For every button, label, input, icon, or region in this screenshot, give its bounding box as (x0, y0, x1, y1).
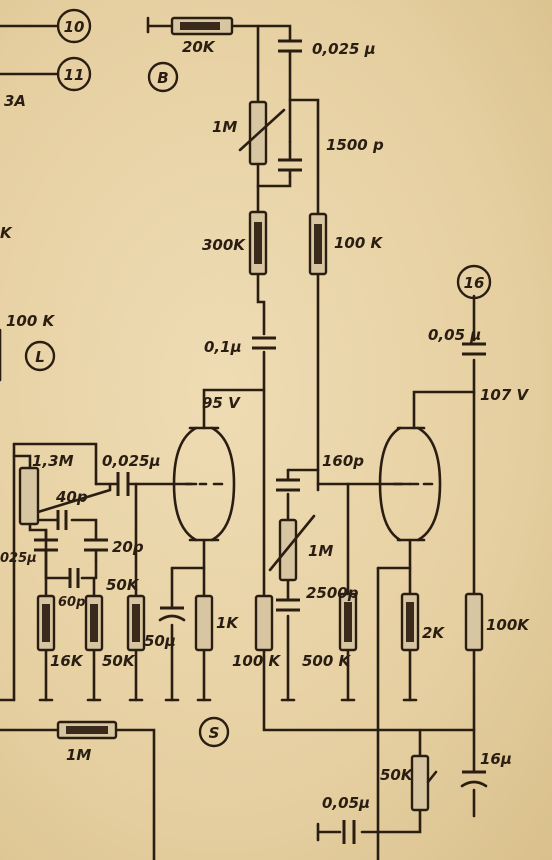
label-edge-100k: 100 K (6, 312, 56, 330)
connectors: 10 11 16 B L S (24, 8, 492, 748)
label-1m-top: 1M (212, 118, 237, 136)
cap-40p (56, 510, 68, 530)
cap-2500p (276, 598, 300, 612)
cap-16u (460, 770, 488, 788)
label-20k: 20K (182, 38, 216, 56)
label-500k: 500 K (302, 652, 352, 670)
connector-10-label: 10 (64, 18, 85, 36)
label-0-1u: 0,1μ (204, 338, 242, 356)
label-edge-k: K (0, 224, 13, 242)
label-2500p: 2500p (306, 584, 359, 602)
label-50k-mid: 50K (106, 576, 140, 594)
node-b-label: B (157, 69, 168, 87)
label-50k-bottom: 50K (380, 766, 414, 784)
node-l (24, 340, 56, 372)
label-160p: 160p (322, 452, 364, 470)
cap-0-1u (252, 336, 276, 350)
wires (0, 16, 476, 860)
connector-16 (456, 264, 492, 300)
component-labels: 20K 0,025 μ 1M 1500 p 300K 100 K 0,1μ 95… (0, 38, 530, 812)
label-300k: 300K (202, 236, 246, 254)
connector-10 (56, 8, 92, 44)
resistor-1m-mid (278, 518, 298, 582)
resistor-100k-bottom (254, 594, 274, 652)
connector-16-label: 16 (464, 274, 485, 292)
resistor-1-3m (18, 466, 40, 526)
label-60p: 60p (58, 595, 85, 610)
cap-0025-top (278, 39, 302, 53)
resistors (18, 16, 484, 812)
cap-0-05u-bottom (342, 820, 356, 844)
cap-160p (276, 468, 320, 492)
label-100k-right: 100K (486, 616, 530, 634)
label-95v: 95 V (202, 394, 241, 412)
node-b (147, 61, 179, 93)
label-100k-bottom: 100 K (232, 652, 282, 670)
cap-60p (68, 568, 80, 588)
label-100k-top: 100 K (334, 234, 384, 252)
label-1500p: 1500 p (326, 136, 384, 154)
label-0-05u-bottom: 0,05μ (322, 794, 370, 812)
label-1-3m: 1,3M (32, 452, 74, 470)
cap-50u (158, 606, 186, 622)
label-0025-top: 0,025 μ (312, 40, 376, 58)
resistor-1k (194, 594, 214, 652)
resistor-100k-right (464, 592, 484, 652)
label-2k: 2K (422, 624, 445, 642)
cap-0-025u-left (116, 472, 138, 496)
capacitors (34, 39, 488, 844)
cap-20p (84, 538, 108, 562)
connector-11 (56, 56, 92, 92)
cap-0-05u-right (462, 342, 486, 356)
label-20p: 20p (112, 538, 144, 556)
node-s-label: S (209, 724, 220, 742)
resistor-50k-bottom (410, 754, 430, 812)
connector-11-label: 11 (64, 66, 85, 84)
label-107v: 107 V (480, 386, 530, 404)
label-50k-low: 50K (102, 652, 136, 670)
vacuum-tubes (172, 426, 442, 542)
tube-left (172, 426, 236, 542)
label-1k: 1K (216, 614, 239, 632)
label-50u: 50μ (144, 632, 176, 650)
label-edge-3a: 3A (4, 92, 26, 110)
label-0-05u-right: 0,05 μ (428, 326, 481, 344)
label-0025-left: 0,025μ (102, 452, 160, 470)
label-40p: 40p (55, 488, 88, 506)
label-1m-bottom: 1M (66, 746, 91, 764)
cap-025u-edge (34, 538, 58, 562)
label-16k: 16K (50, 652, 84, 670)
label-025u-edge: 025μ (0, 551, 37, 566)
tube-right (378, 426, 442, 542)
label-1m-mid: 1M (308, 542, 333, 560)
label-16u: 16μ (480, 750, 512, 768)
cap-1500p (278, 140, 302, 178)
node-s (198, 716, 230, 748)
node-l-label: L (35, 348, 45, 366)
